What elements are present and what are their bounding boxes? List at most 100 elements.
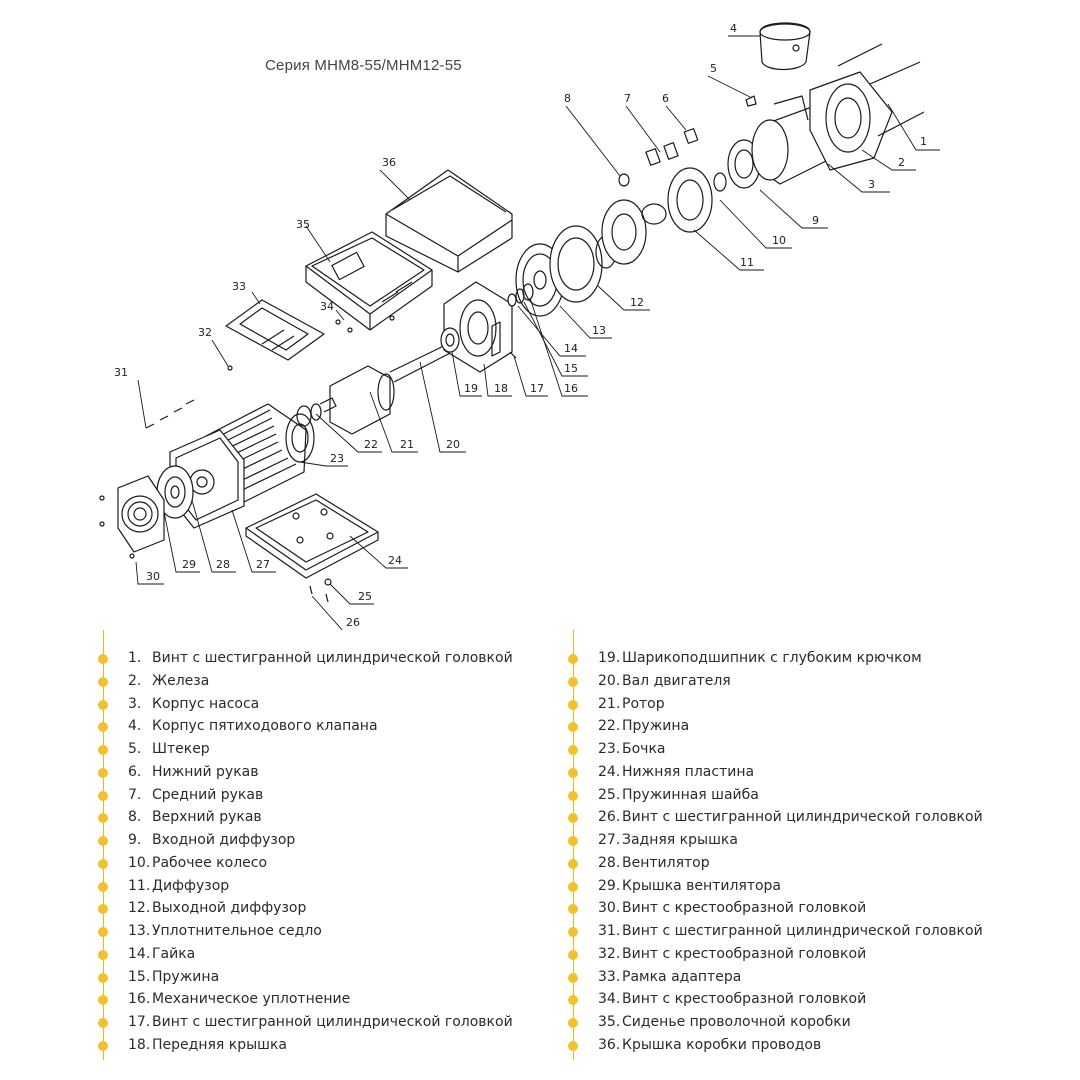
legend-text: Выходной диффузор (152, 900, 307, 917)
bullet-dot (568, 927, 578, 937)
callout-30: 30 (146, 570, 160, 583)
legend-number: 23. (598, 741, 621, 757)
callout-23: 23 (330, 452, 344, 465)
callout-21: 21 (400, 438, 414, 451)
bullet-dot (568, 722, 578, 733)
legend-text: Средний рукав (152, 786, 264, 803)
bullet-dot (98, 904, 108, 915)
callout-26: 26 (346, 616, 360, 629)
callout-13: 13 (592, 324, 606, 337)
legend-text: Винт с крестообразной головкой (622, 945, 867, 962)
callout-1: 1 (920, 135, 927, 148)
callout-5: 5 (710, 62, 717, 75)
bullet-dot (568, 904, 578, 915)
legend-text: Крышка коробки проводов (622, 1036, 822, 1053)
legend-text: Рамка адаптера (622, 968, 742, 985)
legend-text: Гайка (152, 945, 196, 962)
bullet-dot (98, 813, 108, 824)
legend-number: 16. (128, 991, 151, 1008)
legend-number: 33. (598, 968, 621, 985)
bullet-dot (98, 699, 108, 710)
callout-32: 32 (198, 326, 212, 339)
bullet-dot (568, 1018, 578, 1028)
legend-text: Винт с шестигранной цилиндрической голов… (622, 923, 983, 939)
legend-number: 32. (598, 945, 621, 962)
bullet-dot (98, 1018, 108, 1028)
callout-29: 29 (182, 558, 196, 571)
bullet-dot (98, 836, 108, 846)
legend-number: 19. (598, 650, 621, 666)
part-21-rotor (329, 365, 395, 435)
legend-text: Винт с крестообразной головкой (622, 991, 867, 1008)
part-30-cross-screws (99, 495, 135, 559)
bullet-dot (98, 722, 108, 733)
callout-3: 3 (868, 178, 875, 191)
legend-text: Винт с шестигранной цилиндрической голов… (152, 650, 513, 666)
part-14-nut (507, 293, 517, 307)
part-36-wire-box-cover (385, 169, 513, 273)
legend-number: 28. (598, 854, 621, 871)
part-34-cross-screws (335, 315, 395, 333)
legend-number: 3. (128, 695, 142, 712)
bullet-dot (568, 881, 578, 892)
callout-15: 15 (564, 362, 578, 375)
part-19-bearing (440, 327, 460, 353)
bullet-dot (98, 927, 108, 937)
callout-25: 25 (358, 590, 372, 603)
bullet-dot (568, 745, 578, 755)
bullet-dot (98, 745, 108, 755)
callout-33: 33 (232, 280, 246, 293)
callout-27: 27 (256, 558, 270, 571)
part-33-adapter-frame (225, 299, 325, 361)
callout-10: 10 (772, 234, 786, 247)
legend-number: 26. (598, 809, 621, 826)
legend-number: 11. (128, 877, 151, 894)
legend-text: Винт с шестигранной цилиндрической голов… (622, 809, 983, 826)
callout-19: 19 (464, 382, 478, 395)
legend-text: Нижняя пластина (622, 763, 755, 780)
bullet-dot (98, 654, 108, 664)
callout-20: 20 (446, 438, 460, 451)
callout-35: 35 (296, 218, 310, 231)
legend-number: 18. (128, 1036, 151, 1053)
part-11-diffuser (601, 167, 713, 265)
part-22-spring (296, 403, 322, 427)
legend-text: Винт с крестообразной головкой (622, 900, 867, 917)
legend-text: Пружина (152, 968, 220, 985)
legend-number: 5. (128, 741, 142, 757)
callout-4: 4 (730, 22, 737, 35)
part-24-bottom-plate (245, 493, 379, 579)
legend-text: Входной диффузор (152, 832, 296, 848)
legend-number: 30. (598, 900, 621, 917)
legend-text: Пружинная шайба (622, 786, 759, 803)
callout-17: 17 (530, 382, 544, 395)
legend-number: 31. (598, 923, 621, 939)
callout-11: 11 (740, 256, 754, 269)
legend-number: 22. (598, 718, 621, 735)
part-26-hex-screws (309, 585, 329, 603)
legend-number: 10. (128, 854, 151, 871)
bullet-dot (568, 995, 578, 1006)
part-2-iron (809, 71, 893, 171)
legend-text: Пружина (622, 718, 690, 735)
legend-number: 14. (128, 945, 151, 962)
legend-text: Шарикоподшипник с глубоким крючком (622, 650, 922, 666)
legend-text: Железа (152, 672, 210, 689)
series-title: Серия MHM8-55/MHM12-55 (265, 57, 462, 74)
legend-text: Верхний рукав (152, 809, 262, 826)
legend-text: Передняя крышка (152, 1036, 288, 1053)
legend-text: Вентилятор (622, 854, 710, 871)
legend-number: 21. (598, 695, 621, 712)
legend-number: 34. (598, 991, 621, 1008)
callout-6: 6 (662, 92, 669, 105)
callout-31: 31 (114, 366, 128, 379)
legend-number: 35. (598, 1014, 621, 1030)
legend-number: 24. (598, 763, 621, 780)
legend-text: Ротор (622, 695, 665, 712)
part-29-fan-cover (117, 475, 165, 553)
part-35-wire-box-seat (305, 231, 433, 331)
callout-18: 18 (494, 382, 508, 395)
part-1-hex-screws (837, 43, 925, 137)
legend-text: Корпус насоса (152, 695, 260, 712)
legend-number: 15. (128, 968, 151, 985)
